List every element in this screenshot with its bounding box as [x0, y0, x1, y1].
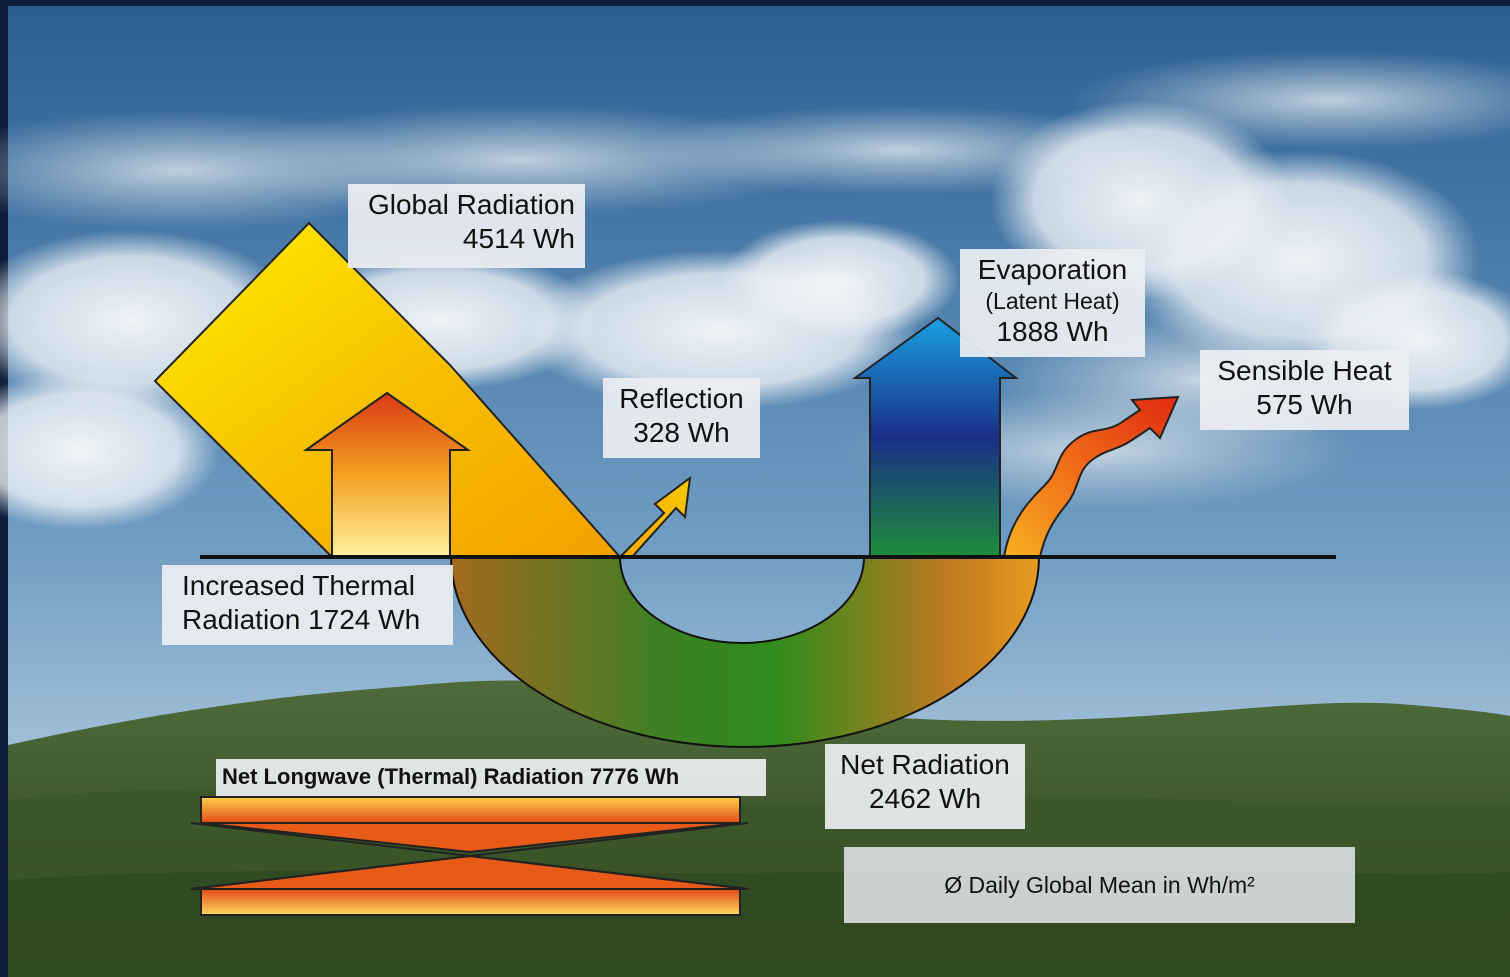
net-radiation-label: Net Radiation 2462 Wh: [825, 744, 1025, 829]
units-note-label: Ø Daily Global Mean in Wh/m²: [844, 847, 1355, 923]
evaporation-subtitle: (Latent Heat): [985, 288, 1120, 314]
net-radiation-band: [449, 556, 1041, 748]
sensible-heat-value: 575 Wh: [1256, 389, 1353, 420]
net-longwave-bowtie: [190, 796, 749, 916]
reflection-title: Reflection: [619, 383, 744, 414]
net-longwave-label: Net Longwave (Thermal) Radiation 7776 Wh: [216, 759, 766, 796]
sensible-heat-arrow: [1002, 395, 1180, 558]
net-radiation-title: Net Radiation: [840, 749, 1010, 780]
evaporation-label: Evaporation (Latent Heat) 1888 Wh: [960, 249, 1145, 357]
global-radiation-title: Global Radiation: [367, 189, 575, 220]
global-radiation-label: Global Radiation 4514 Wh: [348, 184, 585, 268]
global-radiation-arrow: [153, 221, 623, 558]
units-note-text: Ø Daily Global Mean in Wh/m²: [944, 872, 1255, 898]
evaporation-title: Evaporation: [977, 254, 1128, 285]
reflection-arrow: [617, 475, 692, 558]
net-longwave-text: Net Longwave (Thermal) Radiation 7776 Wh: [222, 764, 680, 789]
reflection-label: Reflection 328 Wh: [603, 378, 760, 458]
increased-thermal-line2: Radiation 1724 Wh: [182, 604, 421, 635]
increased-thermal-arrow: [302, 391, 472, 558]
reflection-value: 328 Wh: [633, 417, 730, 448]
global-radiation-value: 4514 Wh: [462, 223, 575, 254]
increased-thermal-label: Increased Thermal Radiation 1724 Wh: [162, 565, 453, 645]
evaporation-value: 1888 Wh: [996, 316, 1109, 347]
increased-thermal-line1: Increased Thermal: [182, 570, 415, 601]
sensible-heat-title: Sensible Heat: [1217, 355, 1392, 386]
net-radiation-value: 2462 Wh: [868, 783, 982, 814]
sensible-heat-label: Sensible Heat 575 Wh: [1200, 350, 1409, 430]
